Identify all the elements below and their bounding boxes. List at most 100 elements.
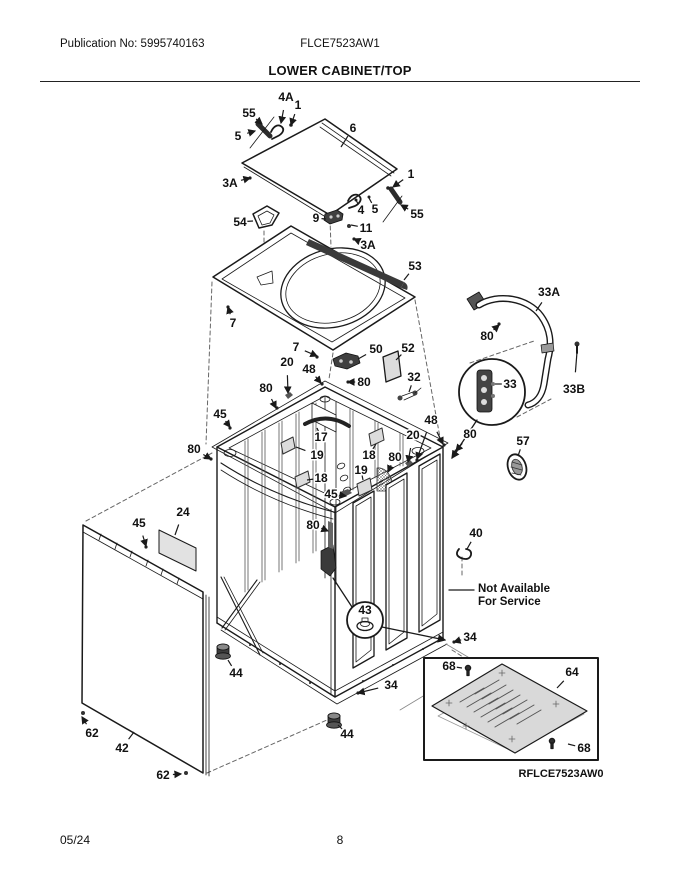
callout-55: 55 xyxy=(242,106,256,120)
leader-line-48 xyxy=(313,375,322,384)
callout-45: 45 xyxy=(213,407,227,421)
leader-line-42 xyxy=(128,731,135,740)
header-rule xyxy=(40,81,640,82)
leader-line-32 xyxy=(408,385,412,393)
leader-line-45 xyxy=(222,419,231,428)
callout-80: 80 xyxy=(463,427,477,441)
callout-6: 6 xyxy=(350,121,357,135)
handle-cap-part xyxy=(252,205,280,229)
callout-34: 34 xyxy=(384,678,398,692)
leader-line-80 xyxy=(269,398,277,410)
leader-line-55 xyxy=(399,204,409,212)
not-available-note-line2: For Service xyxy=(478,596,541,608)
leader-line-80 xyxy=(455,443,464,452)
leader-line-62 xyxy=(81,716,89,725)
footer-page-number: 8 xyxy=(336,833,344,847)
interior-dampening-pads xyxy=(280,392,413,497)
leader-line-17 xyxy=(316,427,320,433)
callout-3A: 3A xyxy=(360,238,376,252)
page-title: LOWER CABINET/TOP xyxy=(268,63,412,78)
lid-lock-and-small-parts xyxy=(332,350,422,401)
leader-line-4A xyxy=(278,109,287,125)
leader-line-11 xyxy=(350,224,358,227)
callout-62: 62 xyxy=(156,768,170,782)
leader-line-64 xyxy=(556,680,565,689)
leader-line-3A xyxy=(240,175,252,184)
leader-line-18 xyxy=(372,443,377,450)
leader-line-48 xyxy=(415,432,428,461)
callout-18: 18 xyxy=(362,448,376,462)
callout-45: 45 xyxy=(324,487,338,501)
callout-33B: 33B xyxy=(563,382,585,396)
leader-line-80 xyxy=(491,324,500,333)
top-panel-part xyxy=(212,225,416,351)
callout-9: 9 xyxy=(313,211,320,225)
callout-62: 62 xyxy=(85,726,99,740)
front-panel-part xyxy=(81,524,210,777)
callout-1: 1 xyxy=(295,98,302,112)
leader-line-7 xyxy=(304,349,319,357)
leader-line-68 xyxy=(456,666,463,669)
callout-19: 19 xyxy=(310,448,324,462)
callout-40: 40 xyxy=(469,526,483,540)
callout-54: 54 xyxy=(233,215,247,229)
leader-line-52 xyxy=(395,354,402,361)
leader-line-5 xyxy=(247,129,257,137)
leader-line-5 xyxy=(368,197,373,204)
model-number: FLCE7523AW1 xyxy=(300,38,380,50)
callout-20: 20 xyxy=(406,428,420,442)
callout-18: 18 xyxy=(314,471,328,485)
callout-1: 1 xyxy=(408,167,415,181)
leader-line-18 xyxy=(306,478,314,481)
leader-line-68 xyxy=(567,743,576,747)
callout-11: 11 xyxy=(360,221,373,235)
not-available-note-line1: Not Available xyxy=(478,583,550,595)
callout-80: 80 xyxy=(306,518,320,532)
leader-line-19 xyxy=(361,475,364,481)
leader-line-45 xyxy=(140,535,148,548)
leader-line-57 xyxy=(517,449,521,457)
callout-48: 48 xyxy=(302,362,316,376)
callout-3A: 3A xyxy=(222,176,238,190)
grommet-and-clip-parts xyxy=(456,453,528,560)
callout-80: 80 xyxy=(480,329,494,343)
leader-line-4 xyxy=(355,199,359,205)
leader-line-1 xyxy=(392,179,404,188)
leader-line-24 xyxy=(174,524,180,536)
leader-line-45 xyxy=(338,491,348,499)
leader-line-44 xyxy=(337,724,343,730)
lid-part xyxy=(241,118,398,220)
callout-80: 80 xyxy=(187,442,201,456)
leader-line-48 xyxy=(436,431,444,446)
leader-line-80 xyxy=(202,452,213,460)
leader-line-3A xyxy=(352,238,362,246)
leader-line-19 xyxy=(295,446,306,452)
leader-line-1 xyxy=(289,113,297,127)
callout-42: 42 xyxy=(115,741,129,755)
leader-line-62 xyxy=(172,770,183,779)
leveling-feet xyxy=(214,643,343,729)
leader-line-44 xyxy=(227,659,233,667)
leader-line-55 xyxy=(254,116,263,125)
footer-date: 05/24 xyxy=(60,833,91,847)
base-panel-inset xyxy=(423,657,599,761)
callout-20: 20 xyxy=(280,355,294,369)
callout-32: 32 xyxy=(407,370,421,384)
leader-line-20 xyxy=(405,447,414,464)
callout-33: 33 xyxy=(503,377,517,391)
leader-line-50 xyxy=(357,353,367,360)
detail-circle-43 xyxy=(332,577,447,643)
callout-80: 80 xyxy=(259,381,273,395)
callout-45: 45 xyxy=(132,516,146,530)
leader-line-34 xyxy=(452,636,462,644)
leader-line-40 xyxy=(466,541,472,550)
leader-line-7 xyxy=(226,305,234,315)
leader-line-33B xyxy=(574,351,578,373)
callout-4: 4 xyxy=(358,203,365,217)
callout-34: 34 xyxy=(463,630,477,644)
callout-5: 5 xyxy=(372,202,379,216)
leader-line-33A xyxy=(535,302,543,312)
